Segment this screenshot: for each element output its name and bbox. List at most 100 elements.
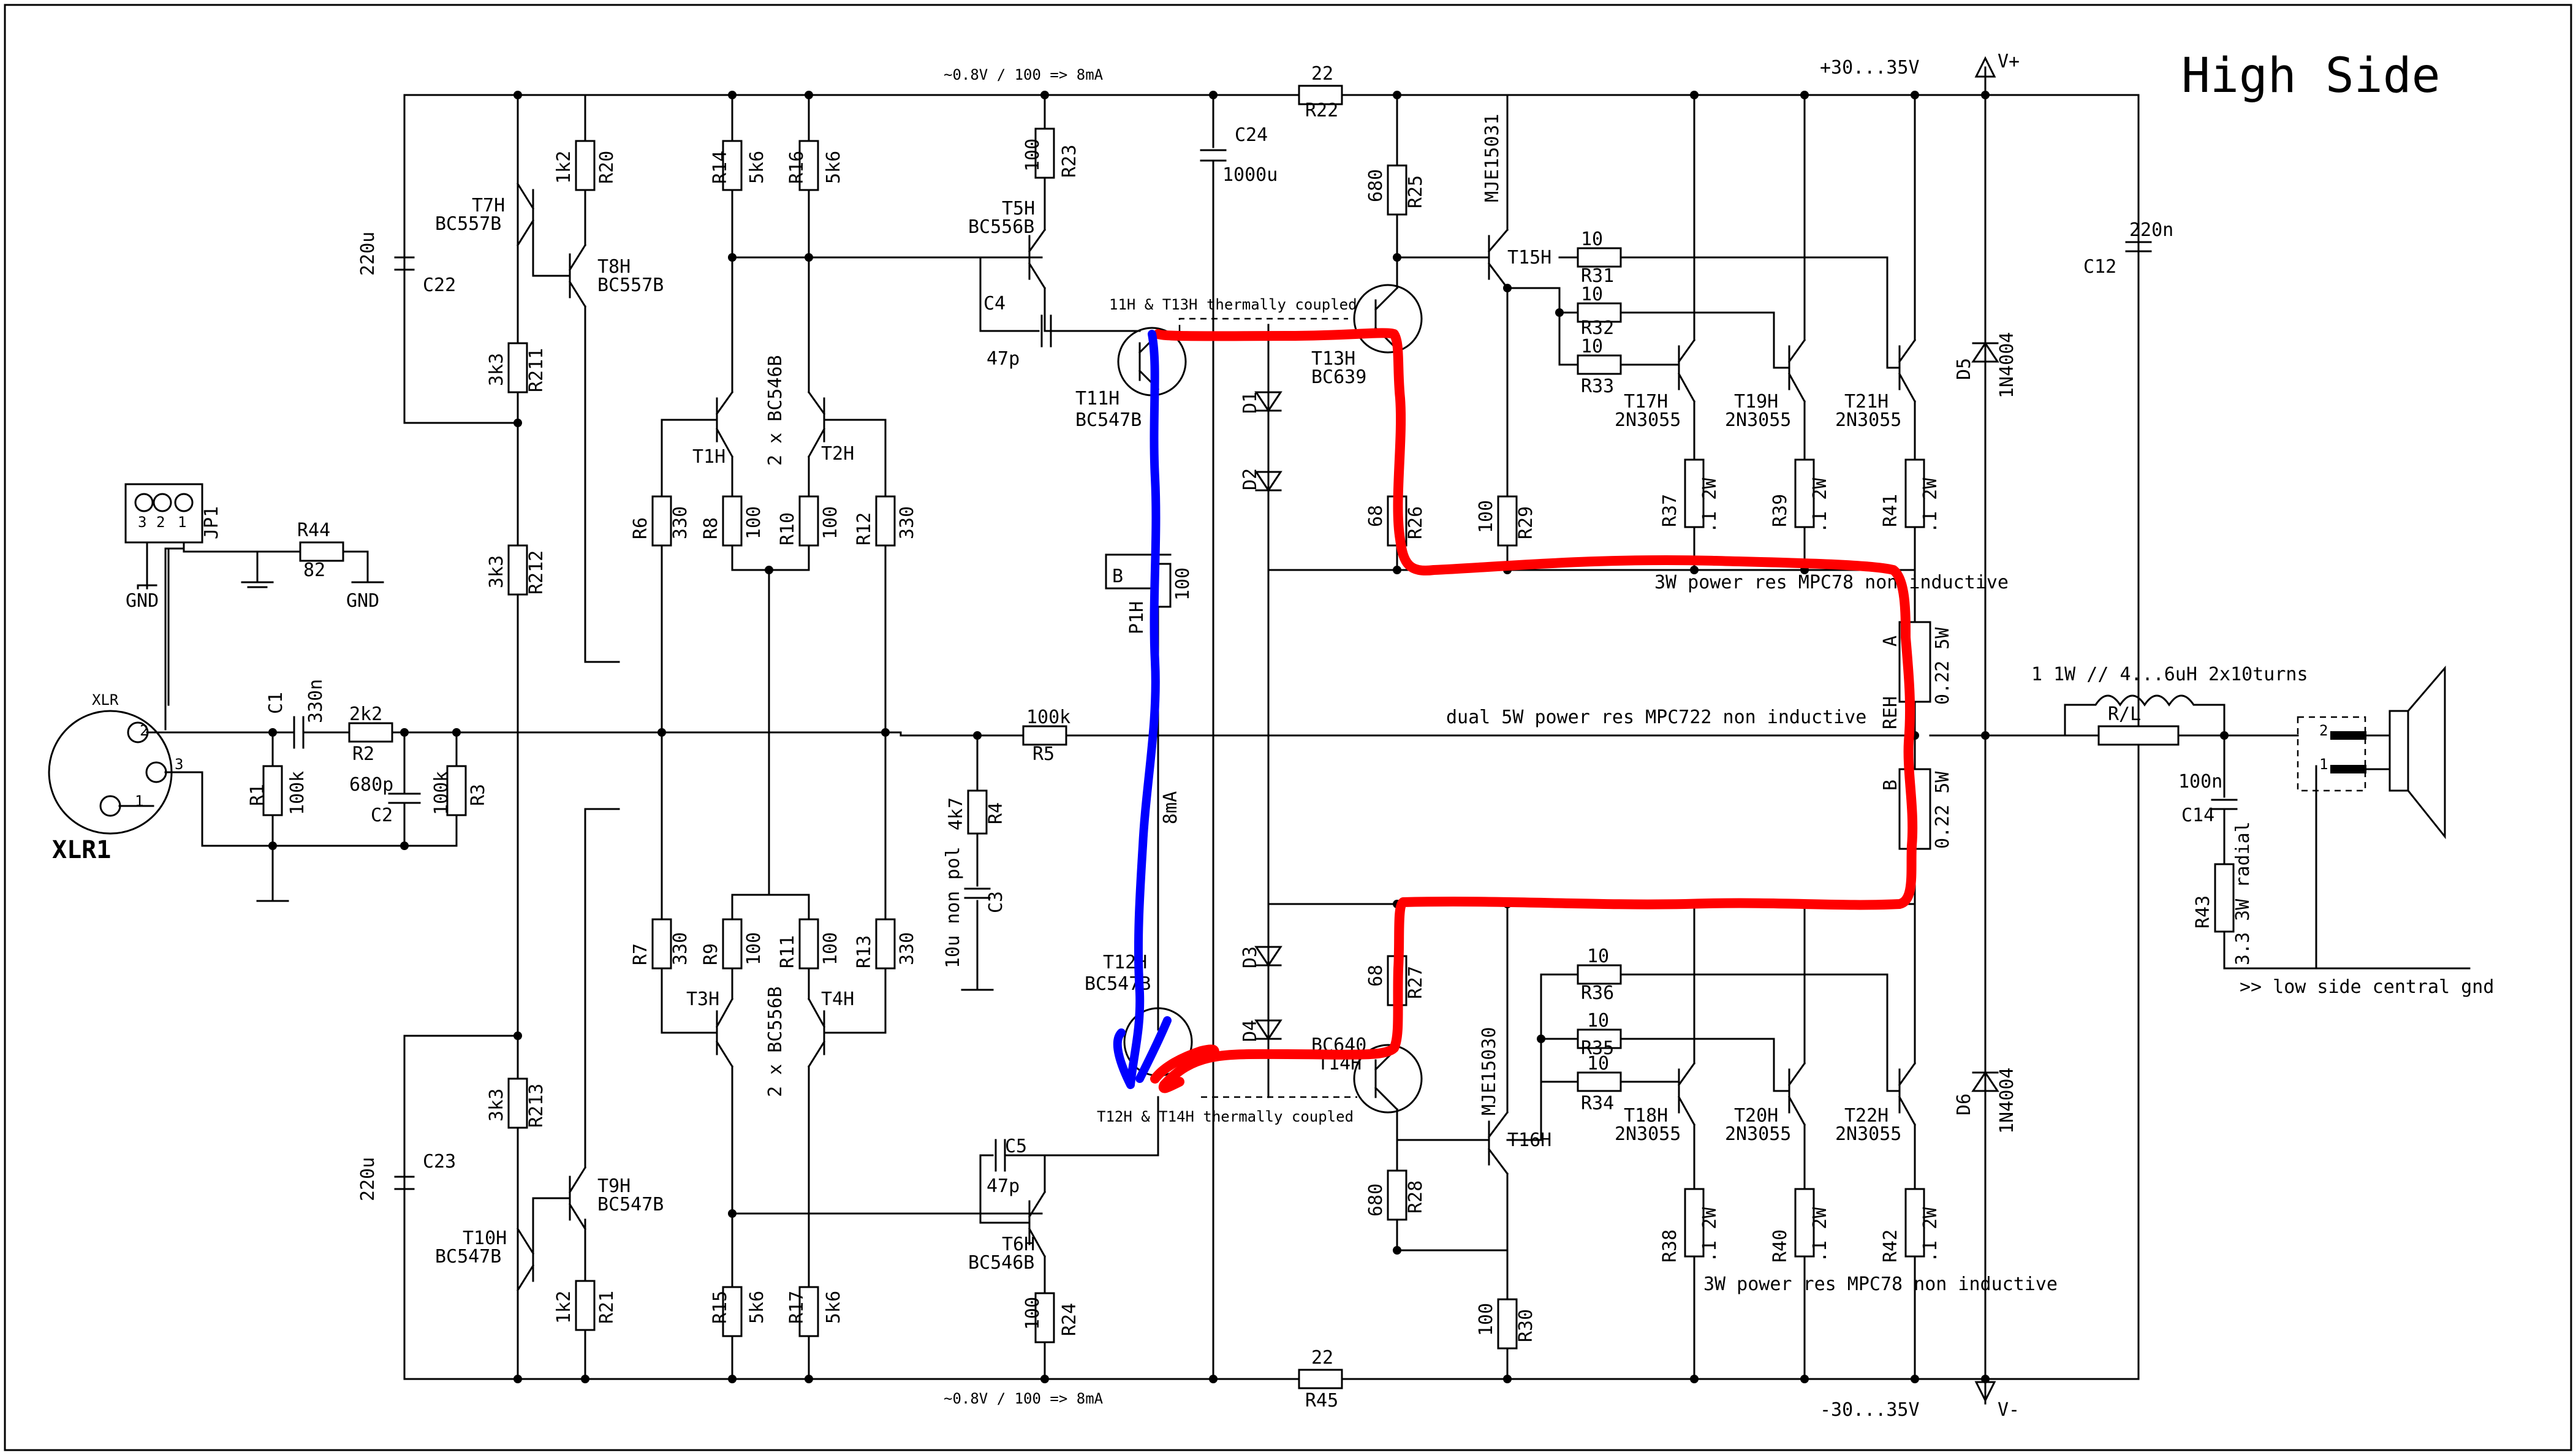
resistor-r31 xyxy=(1577,247,1622,268)
r1-name: R1 xyxy=(247,784,268,806)
t21h-label: T21H xyxy=(1844,391,1888,412)
r211-value: 3k3 xyxy=(486,353,507,386)
r211-name: R211 xyxy=(526,348,547,392)
resistor-r212 xyxy=(507,544,528,596)
speaker-connector xyxy=(2297,716,2366,792)
junction-dots xyxy=(268,91,2229,1383)
resistor-r29 xyxy=(1497,495,1518,547)
r25-value: 680 xyxy=(1365,169,1387,202)
t4h-label: T4H xyxy=(821,989,854,1010)
t5h-label: T5H xyxy=(1002,198,1035,219)
r35-name: R35 xyxy=(1581,1038,1614,1059)
r36-value: 10 xyxy=(1587,946,1609,967)
highlight-blue-hook xyxy=(1135,1016,1172,1083)
c23-name: C23 xyxy=(423,1151,456,1172)
d1-label: D1 xyxy=(1240,392,1261,414)
r34-value: 10 xyxy=(1587,1053,1609,1074)
capacitor-c5 xyxy=(979,1139,1046,1172)
p1h-name: P1H xyxy=(1126,601,1148,634)
highlight-red-hook xyxy=(1150,1044,1219,1084)
r5-name: R5 xyxy=(1032,743,1055,765)
jp1-pin3-label: 3 xyxy=(138,514,146,531)
r10-name: R10 xyxy=(777,512,798,545)
t15h-label: T15H xyxy=(1507,247,1551,268)
d3-label: D3 xyxy=(1240,946,1261,968)
t22h-label: T22H xyxy=(1844,1105,1888,1126)
c22-name: C22 xyxy=(423,275,456,296)
r10-value: 100 xyxy=(820,506,841,539)
c23-value: 220u xyxy=(357,1157,379,1201)
r8-name: R8 xyxy=(700,517,722,539)
r41-value: .1 2W xyxy=(1920,477,1941,533)
speaker-cone xyxy=(2406,665,2446,840)
c5-value: 47p xyxy=(987,1176,1020,1197)
resistor-r213 xyxy=(507,1077,528,1129)
page-title: High Side xyxy=(2181,48,2441,104)
r42-value: .1 2W xyxy=(1920,1207,1941,1263)
reh-b-value: 0.22 5W xyxy=(1932,771,1953,849)
r16-value: 5k6 xyxy=(823,151,844,184)
low-gnd-note: >> low side central gnd xyxy=(2240,976,2494,998)
transistor-t21h xyxy=(1886,338,1917,403)
r33-name: R33 xyxy=(1581,376,1614,397)
r11-value: 100 xyxy=(820,932,841,965)
r28-name: R28 xyxy=(1405,1180,1426,1214)
r43-name: R43 xyxy=(2192,895,2214,929)
p1h-value: 100 xyxy=(1172,568,1194,601)
r34-name: R34 xyxy=(1581,1093,1614,1114)
t15h-type: MJE15031 xyxy=(1482,114,1503,203)
r45-name: R45 xyxy=(1305,1390,1338,1411)
jp1-pin1-label: 1 xyxy=(178,514,186,531)
top-current-note: ~0.8V / 100 => 8mA xyxy=(944,66,1104,83)
r40-name: R40 xyxy=(1770,1229,1791,1263)
resistor-r211 xyxy=(507,342,528,393)
r33-value: 10 xyxy=(1581,336,1603,357)
r17-value: 5k6 xyxy=(823,1291,844,1324)
xlr-pin-1 xyxy=(99,795,121,817)
transistor-t5h xyxy=(1028,228,1047,290)
t17h-label: T17H xyxy=(1624,391,1668,412)
vminus-label: V- xyxy=(1998,1399,2020,1421)
r20-value: 1k2 xyxy=(553,151,575,184)
input-current-sources xyxy=(394,94,620,1380)
r23-name: R23 xyxy=(1059,145,1080,178)
resistor-r40 xyxy=(1794,1188,1815,1258)
transistor-t14h xyxy=(1353,1044,1423,1114)
r9-name: R9 xyxy=(700,943,722,965)
r213-name: R213 xyxy=(526,1084,547,1128)
c14-value: 100n xyxy=(2178,771,2222,792)
r22-name: R22 xyxy=(1305,100,1338,121)
resistor-r4 xyxy=(967,789,988,835)
transistor-t9h xyxy=(568,1166,587,1231)
c3-value: 10u non pol xyxy=(942,846,964,968)
r14-value: 5k6 xyxy=(746,151,768,184)
t3h-label: T3H xyxy=(686,989,719,1010)
resistor-r8 xyxy=(722,495,743,547)
output-node xyxy=(1160,731,2097,737)
t2h-label: T2H xyxy=(821,443,854,465)
p1h-wiper-label: B xyxy=(1112,566,1123,587)
r22-value: 22 xyxy=(1311,63,1333,85)
resistor-r14 xyxy=(722,140,743,191)
r31-value: 10 xyxy=(1581,229,1603,250)
speaker-magnet xyxy=(2388,710,2409,792)
d4-label: D4 xyxy=(1240,1020,1261,1042)
xlr-pin-3 xyxy=(145,761,167,783)
vas-stage xyxy=(900,94,1227,1380)
gnd-label-2: GND xyxy=(346,590,379,612)
reh-b-label: B xyxy=(1880,780,1901,791)
resistor-r33 xyxy=(1577,354,1622,375)
transistor-t20h xyxy=(1773,1062,1806,1126)
r25-name: R25 xyxy=(1405,175,1426,208)
t19h-label: T19H xyxy=(1734,391,1778,412)
resistor-r43 xyxy=(2214,863,2235,933)
r1-value: 100k xyxy=(287,771,308,815)
r41-name: R41 xyxy=(1880,494,1901,527)
r13-value: 330 xyxy=(896,932,918,965)
t13h-label: T13H xyxy=(1311,348,1355,370)
resistor-r37 xyxy=(1684,458,1705,528)
resistor-r25 xyxy=(1387,164,1407,216)
resistor-r7 xyxy=(651,918,672,970)
driver-stage xyxy=(1254,94,1509,1252)
diode-d2 xyxy=(1254,471,1282,492)
